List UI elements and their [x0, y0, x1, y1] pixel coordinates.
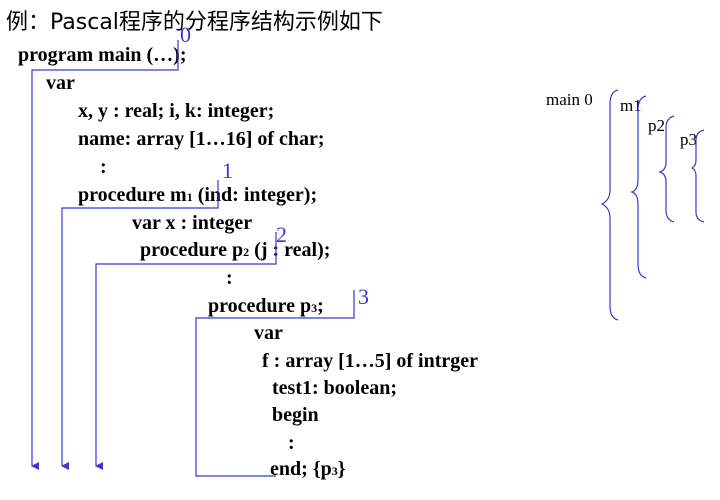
scope-level-2: 2: [276, 222, 287, 247]
page-title: 例：Pascal程序的分程序结构示例如下: [6, 10, 383, 35]
code-line-ellipsis-3: :: [288, 432, 295, 454]
code-line-test1-decl: test1: boolean;: [272, 377, 397, 399]
code-line-ellipsis-2: :: [226, 267, 233, 289]
code-line-var-main: var: [46, 72, 75, 94]
code-line-var-m1: var x : integer: [132, 212, 253, 234]
code-line-procedure-p3: procedure p3;: [208, 295, 324, 318]
procedure-m1-params: (ind: integer);: [192, 184, 318, 206]
procedure-m1-head: procedure m: [78, 184, 187, 206]
code-line-program: program main (…);: [18, 44, 187, 66]
scope-2-line: [95, 232, 277, 470]
scope-level-0: 0: [180, 22, 191, 47]
brace-p3: [690, 129, 705, 223]
procedure-p2-params: (j : real);: [249, 239, 331, 261]
brace-m1: [630, 95, 647, 279]
code-line-procedure-p2: procedure p2 (j : real);: [140, 239, 330, 262]
scope-1-line: [61, 180, 219, 470]
code-line-ellipsis-1: :: [100, 156, 107, 178]
tree-label-p3: p3: [680, 130, 697, 149]
procedure-p3-head: procedure p: [208, 295, 312, 317]
code-line-name-decl: name: array [1…16] of char;: [78, 128, 325, 150]
scope-3-line: [195, 290, 355, 477]
procedure-p2-head: procedure p: [140, 239, 244, 261]
code-line-procedure-m1: procedure m1 (ind: integer);: [78, 184, 317, 207]
code-line-var-p3: var: [254, 322, 283, 344]
code-line-f-decl: f : array [1…5] of intrger: [262, 350, 479, 372]
scope-0-line: [31, 40, 179, 470]
tree-label-m1: m1: [620, 96, 642, 115]
code-line-xy-decl: x, y : real; i, k: integer;: [78, 100, 275, 122]
brace-main: [600, 89, 619, 321]
end-head: end; {p: [270, 458, 332, 480]
procedure-m1-sub: 1: [186, 190, 193, 204]
code-line-end: end; {p3}: [270, 458, 346, 481]
end-sub: 3: [331, 464, 338, 478]
tree-label-p2: p2: [648, 116, 665, 135]
scope-level-3: 3: [358, 284, 369, 309]
scope-level-1: 1: [222, 158, 233, 183]
end-close: }: [337, 458, 346, 480]
procedure-p2-sub: 2: [243, 245, 250, 259]
procedure-p3-end: ;: [317, 295, 324, 317]
procedure-p3-sub: 3: [311, 301, 318, 315]
code-line-begin: begin: [272, 404, 319, 426]
brace-p2: [658, 115, 675, 223]
tree-label-main: main 0: [546, 90, 593, 109]
